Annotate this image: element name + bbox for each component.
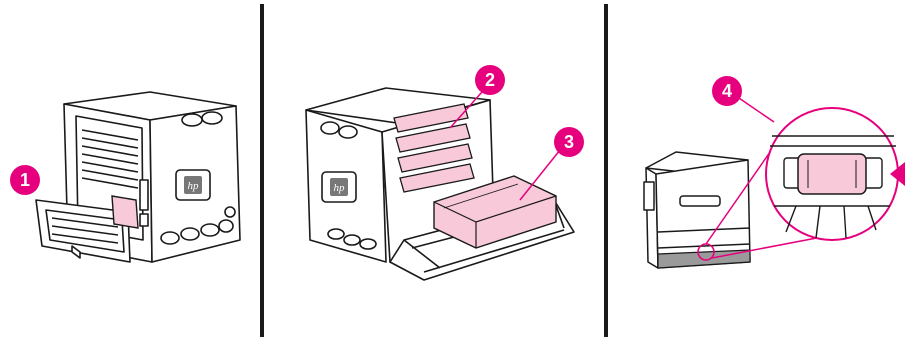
panel-roller-zoom: 4 <box>608 0 905 337</box>
callout-3-badge: 3 <box>554 127 584 157</box>
rear-printer-illustration: hp <box>0 0 260 337</box>
panel-rear-view: hp 1 <box>0 0 260 337</box>
hp-logo-plate-2: hp <box>322 172 356 202</box>
callout-1-badge: 1 <box>10 165 40 195</box>
callout-2-badge: 2 <box>475 65 505 95</box>
panel-front-open: hp 2 3 <box>264 0 604 337</box>
callout-4-label: 4 <box>722 81 732 102</box>
callout-4-badge: 4 <box>712 76 742 106</box>
duplex-highlight <box>112 196 138 228</box>
callout-1-label: 1 <box>20 170 30 191</box>
roller-zoom-illustration <box>608 0 905 337</box>
hp-logo-text: hp <box>188 180 200 192</box>
callout-2-label: 2 <box>485 70 495 91</box>
zoom-circle <box>766 108 898 240</box>
callout-3-label: 3 <box>564 132 574 153</box>
hp-logo-text-2: hp <box>334 182 346 194</box>
hp-logo-plate: hp <box>176 170 210 200</box>
leader-line-4 <box>736 96 774 122</box>
front-open-illustration: hp <box>264 0 604 337</box>
